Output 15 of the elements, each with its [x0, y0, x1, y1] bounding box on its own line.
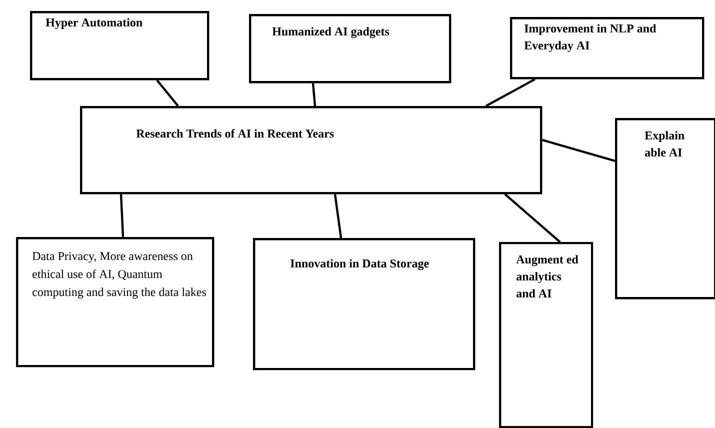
connector-line [334, 194, 342, 238]
topic-box: Data Privacy, More awareness on ethical use of AI, Quantum computing and saving the data lakes [16, 237, 214, 368]
topic-box: Improvement in NLP and Everyday AI [510, 17, 704, 80]
topic-box: Augment ed analytics and AI [499, 242, 594, 428]
topic-box: Innovation in Data Storage [253, 238, 476, 370]
connector-line [120, 194, 124, 238]
connector-line [542, 138, 616, 162]
connector-line [312, 83, 316, 106]
connector-line [504, 193, 561, 243]
connector-line [156, 80, 179, 107]
topic-box: Hyper Automation [30, 11, 210, 80]
connector-line [485, 78, 536, 107]
central-box: Research Trends of AI in Recent Years [80, 106, 542, 194]
topic-box: Humanized AI gadgets [249, 14, 452, 84]
topic-box: Explain able AI [615, 118, 715, 300]
